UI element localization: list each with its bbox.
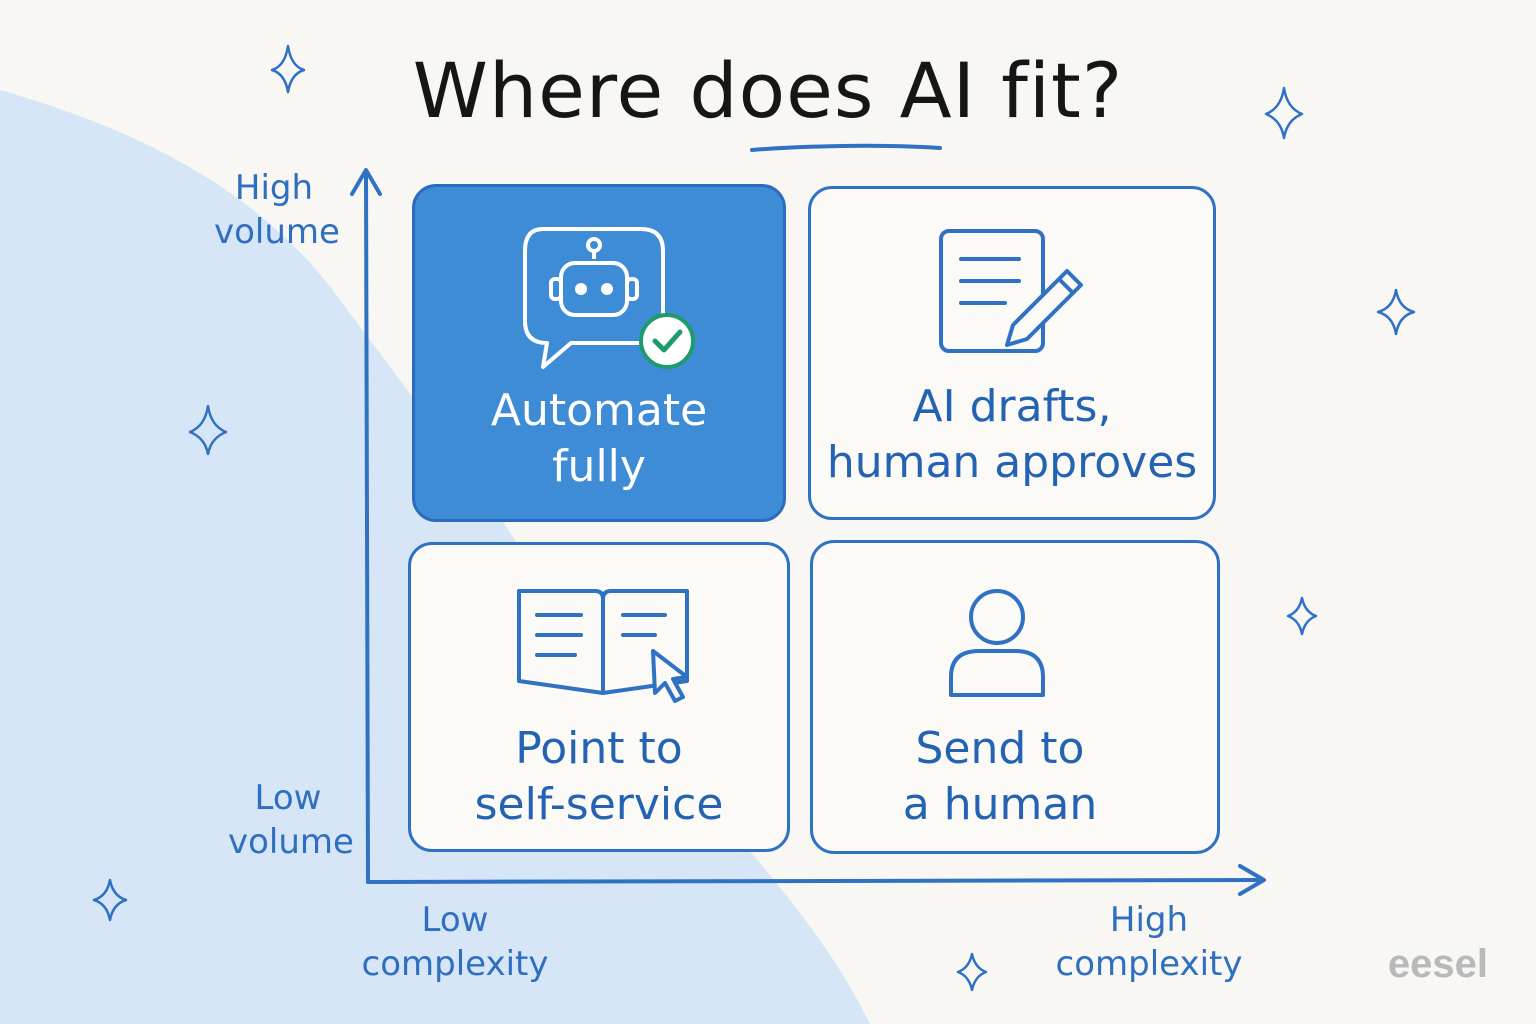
sparkle-icon [1376, 288, 1416, 336]
document-pencil-icon [939, 229, 1083, 353]
sparkle-icon [270, 44, 306, 94]
quadrant-send-to-human-label: Send to a human [783, 721, 1217, 833]
page-title: Where does AI fit? [412, 46, 1124, 135]
open-book-cursor-icon [517, 589, 689, 703]
automate-fully-text: Automate fully [490, 385, 708, 492]
person-icon [949, 589, 1045, 697]
y-axis-arrowhead [350, 168, 382, 196]
quadrant-automate-fully: Automate fully [412, 184, 786, 522]
sparkle-icon [92, 878, 128, 922]
x-axis-low-text: Low complexity [361, 900, 549, 984]
y-axis [364, 170, 370, 882]
quadrant-automate-fully-label: Automate fully [415, 383, 783, 495]
sparkle-icon [188, 404, 228, 456]
robot-chat-check-icon [523, 227, 695, 369]
self-service-text: Point to self-service [474, 723, 724, 830]
x-axis-high-text: High complexity [1055, 900, 1243, 984]
sparkle-icon [1286, 596, 1318, 636]
brand-logo: eesel [1387, 942, 1488, 986]
y-axis-low-text: Low volume [228, 778, 354, 862]
y-axis-high-label: High volume [214, 166, 340, 254]
title-underline [750, 143, 942, 152]
x-axis-low-label: Low complexity [360, 898, 550, 986]
quadrant-self-service: Point to self-service [408, 542, 790, 852]
x-axis-high-label: High complexity [1054, 898, 1244, 986]
y-axis-high-text: High volume [214, 168, 340, 252]
sparkle-icon [956, 952, 988, 992]
y-axis-low-label: Low volume [228, 776, 354, 864]
quadrant-ai-drafts: AI drafts, human approves [808, 186, 1216, 520]
x-axis [366, 878, 1264, 884]
quadrant-self-service-label: Point to self-service [411, 721, 787, 833]
send-to-human-text: Send to a human [902, 723, 1098, 830]
x-axis-arrowhead [1238, 864, 1266, 896]
quadrant-send-to-human: Send to a human [810, 540, 1220, 854]
sparkle-icon [1264, 86, 1304, 140]
quadrant-ai-drafts-label: AI drafts, human approves [811, 379, 1213, 491]
ai-drafts-text: AI drafts, human approves [826, 381, 1198, 488]
